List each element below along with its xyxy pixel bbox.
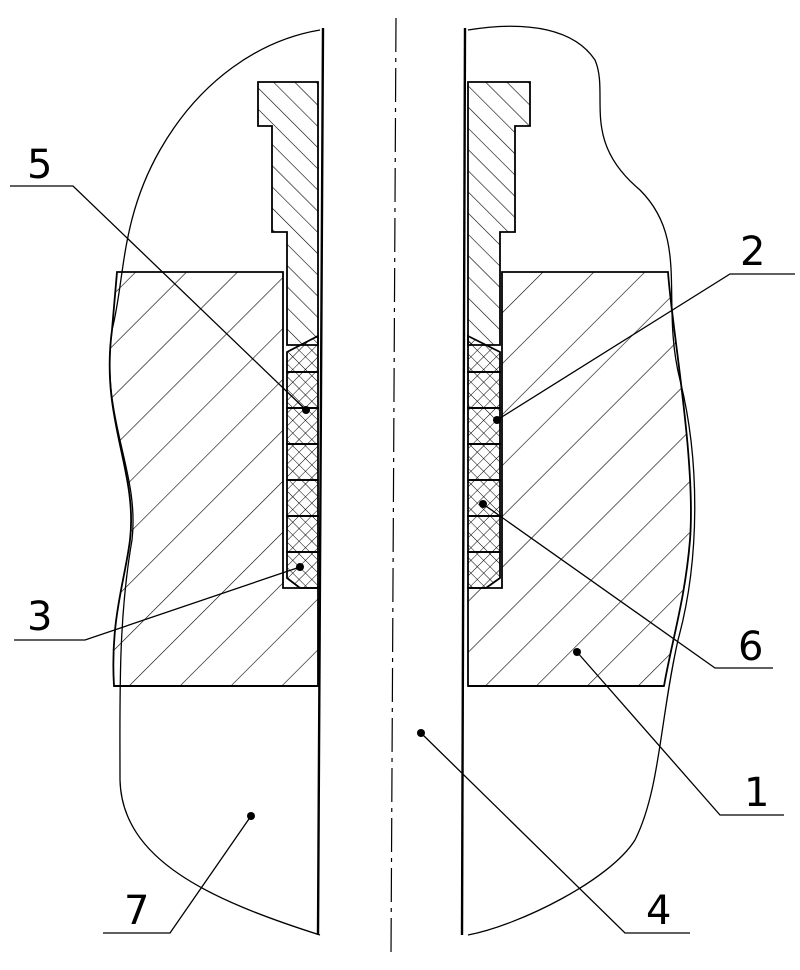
body-block-left (108, 271, 319, 687)
shaft-right-edge (460, 27, 467, 936)
callout-1: 1 (744, 770, 769, 816)
shaft-centerline (390, 17, 397, 956)
callout-4: 4 (646, 888, 671, 934)
callout-6: 6 (738, 624, 763, 670)
callout-5: 5 (27, 142, 52, 188)
body-block-right (467, 271, 692, 687)
leader-lines (10, 185, 795, 934)
gland-left (257, 81, 319, 346)
packing-rings-right (467, 371, 501, 553)
leader-dots (247, 406, 581, 820)
bottom-ring-right (467, 551, 501, 589)
callout-7: 7 (124, 888, 149, 934)
callout-3: 3 (27, 594, 52, 640)
shaft-left-edge (316, 27, 325, 936)
packing-rings-left (286, 371, 319, 553)
callout-2: 2 (740, 229, 765, 275)
